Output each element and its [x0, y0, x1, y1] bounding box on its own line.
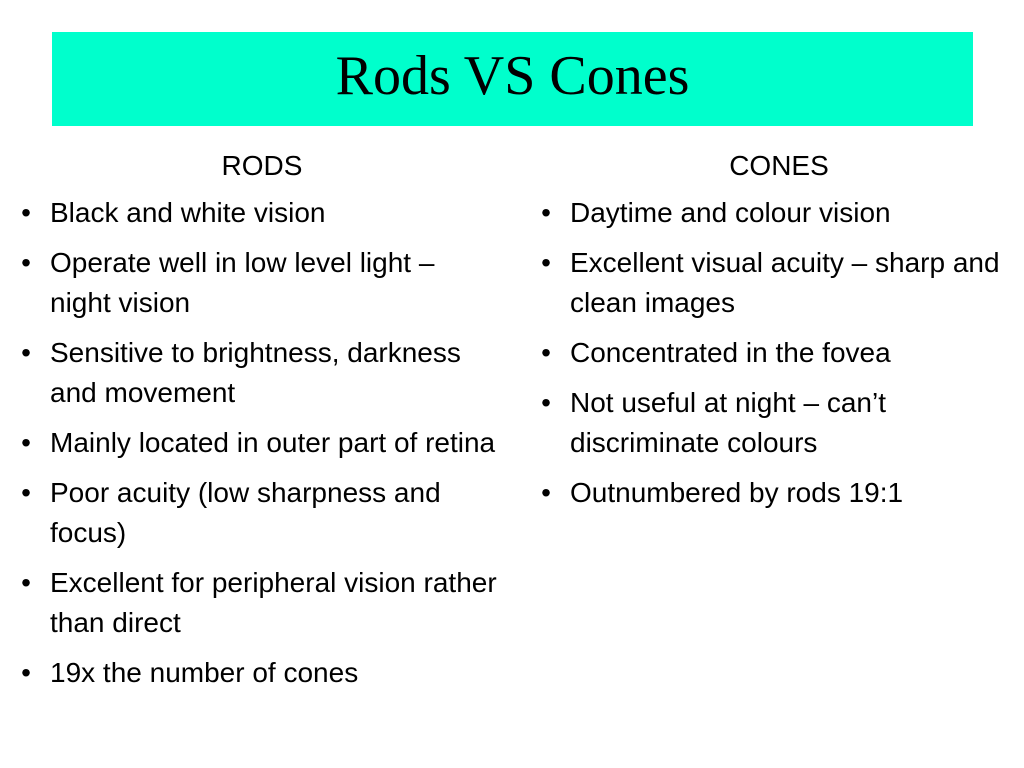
list-item-text: 19x the number of cones	[50, 657, 359, 688]
list-item-text: Poor acuity (low sharpness and focus)	[50, 477, 441, 548]
bullet-icon: •	[541, 477, 551, 508]
list-item: • Concentrated in the fovea	[532, 333, 1012, 373]
bullet-icon: •	[541, 387, 551, 418]
list-item: • Operate well in low level light – night…	[12, 243, 502, 323]
list-item: • 19x the number of cones	[12, 653, 502, 693]
bullet-icon: •	[21, 657, 31, 688]
list-item-text: Excellent visual acuity – sharp and clea…	[570, 247, 1000, 318]
rods-heading: RODS	[221, 150, 303, 181]
bullet-icon: •	[21, 567, 31, 598]
bullet-icon: •	[21, 337, 31, 368]
list-item-text: Sensitive to brightness, darkness and mo…	[50, 337, 461, 408]
bullet-icon: •	[21, 197, 31, 228]
list-item: • Sensitive to brightness, darkness and m…	[12, 333, 502, 413]
list-item: • Poor acuity (low sharpness and focus)	[12, 473, 502, 553]
list-item-text: Operate well in low level light – night …	[50, 247, 435, 318]
bullet-icon: •	[21, 427, 31, 458]
cones-heading: CONES	[729, 150, 829, 181]
bullet-icon: •	[541, 197, 551, 228]
slide-title: Rods VS Cones	[335, 45, 690, 107]
list-item: • Outnumbered by rods 19:1	[532, 473, 1012, 513]
list-item: • Not useful at night – can’t discriminat…	[532, 383, 1012, 463]
bullet-icon: •	[21, 477, 31, 508]
rods-list: • Black and white vision • Operate well in…	[12, 193, 502, 693]
bullet-icon: •	[541, 337, 551, 368]
list-item: • Black and white vision	[12, 193, 502, 233]
list-item-text: Concentrated in the fovea	[570, 337, 891, 368]
rods-column: RODS • Black and white vision • Operate we…	[12, 146, 502, 703]
list-item: • Mainly located in outer part of retina	[12, 423, 502, 463]
bullet-icon: •	[541, 247, 551, 278]
list-item: • Excellent for peripheral vision rather …	[12, 563, 502, 643]
list-item: • Excellent visual acuity – sharp and cle…	[532, 243, 1012, 323]
list-item-text: Daytime and colour vision	[570, 197, 891, 228]
list-item-text: Excellent for peripheral vision rather t…	[50, 567, 497, 638]
bullet-icon: •	[21, 247, 31, 278]
list-item: • Daytime and colour vision	[532, 193, 1012, 233]
list-item-text: Not useful at night – can’t discriminate…	[570, 387, 886, 458]
list-item-text: Mainly located in outer part of retina	[50, 427, 496, 458]
list-item-text: Black and white vision	[50, 197, 326, 228]
cones-column: CONES • Daytime and colour vision • Excell…	[532, 146, 1012, 523]
cones-list: • Daytime and colour vision • Excellent vi…	[532, 193, 1012, 513]
title-bar: Rods VS Cones	[52, 32, 973, 126]
list-item-text: Outnumbered by rods 19:1	[570, 477, 904, 508]
